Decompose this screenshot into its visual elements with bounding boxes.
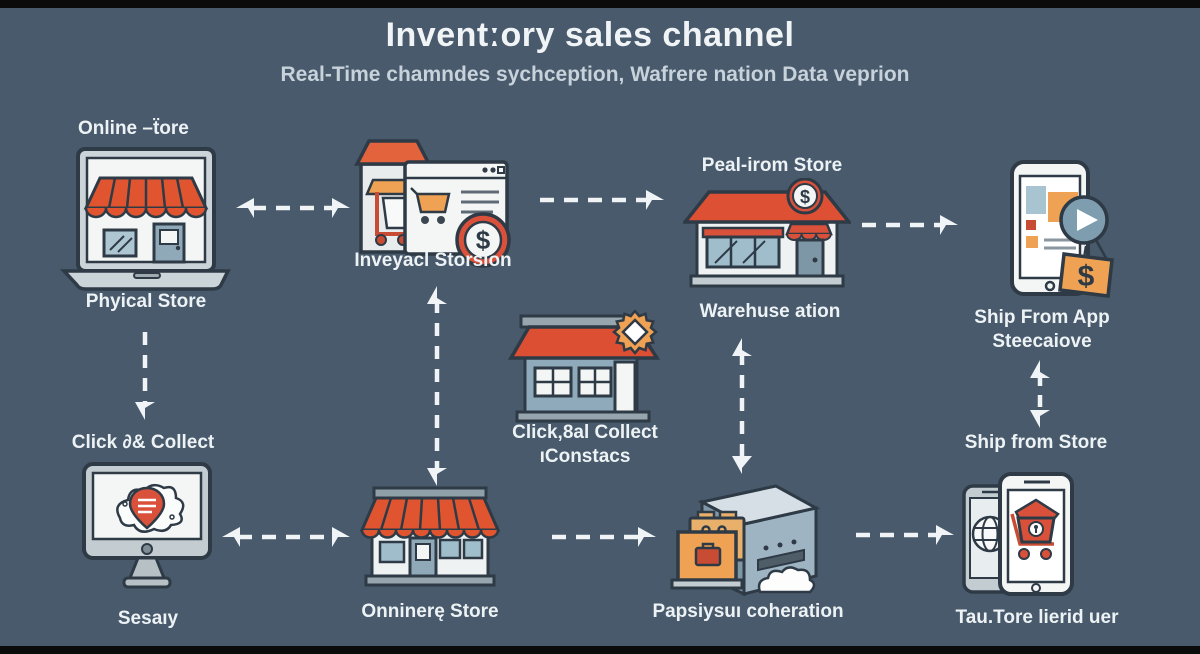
sesaiy-label: Sesaıy [117,608,179,629]
arrow-sync-to-store [540,190,664,210]
arrow-app-to-shipstore [1030,360,1050,428]
physical-store-label: Phyical Store [85,291,207,312]
click-collect-center-label-line2: ıConstacs [539,446,631,467]
papsiysui-label: Papsiysuı coheration [652,601,844,622]
cart-browser-dollar-icon: $ [343,136,515,292]
arrow-online-to-sync [236,198,350,218]
dollar-glyph: $ [800,187,810,207]
click-collect-center-label-line1: Click‚8al Collect [512,422,658,443]
laptop-storefront-icon [58,146,233,293]
arrow-physical-to-clickcollect [135,332,155,420]
arrow-sync-to-bottomstore [427,286,447,486]
inventory-sync-label: Inveyacl Storsion [354,250,512,271]
online-store-label: Online –ẗore [78,118,189,139]
onninere-store-label: Onninerę Store [361,601,499,622]
phone-app-pricetag-icon: $ [988,160,1120,302]
arrow-store-to-app [862,215,958,235]
warehouse-label: Warehuse ation [699,301,841,322]
ship-from-app-label-line2: Steecaiove [992,331,1092,352]
monitor-map-pin-icon [76,460,218,592]
dollar-glyph: $ [1078,260,1095,293]
parcel-box-folders-icon [662,476,830,600]
ship-from-app-label-line1: Ship From App [974,307,1110,328]
store-badge-icon [503,310,665,424]
arrow-box-to-phones [856,525,954,545]
arrow-bottomstore-to-box [552,527,656,547]
real-store-top-label: Peal-irom Store [701,155,843,176]
bottom-letterbox-bar [0,646,1200,654]
phones-cart-icon [958,468,1080,600]
click-collect-left-label: Click ∂& Collect [71,432,215,453]
page-title: Inventːory sales channel [385,16,795,54]
dollar-glyph: $ [476,225,491,255]
tau-tore-label: Tau.Tore lierid uer [955,607,1119,628]
page-subtitle: Real-Time chamndes sychception, Wafrere … [280,63,910,86]
arrow-warehouse-to-box [732,338,752,474]
arrow-monitor-to-bottomstore [222,527,350,547]
ship-from-store-label: Ship from Store [964,432,1108,453]
storefront-dollar-icon: $ [683,178,851,290]
top-letterbox-bar [0,0,1200,8]
awning-store-icon [360,486,502,590]
